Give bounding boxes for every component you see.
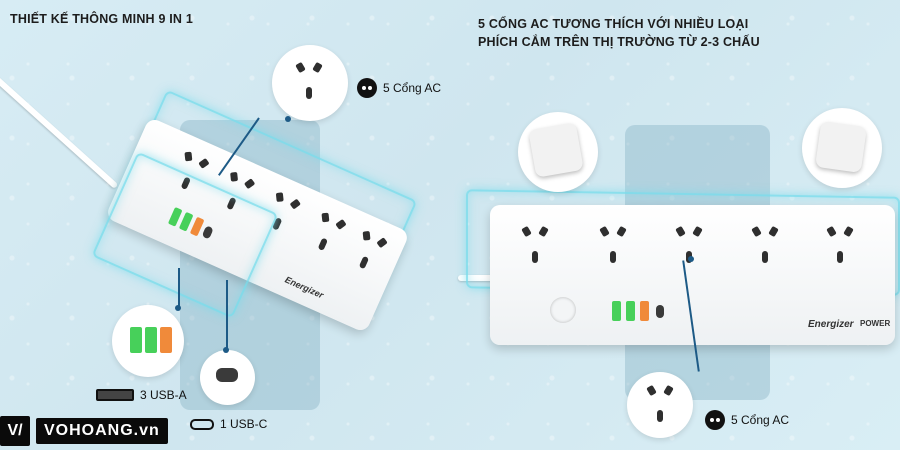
- usb-a-port: [160, 327, 172, 353]
- callout-dot: [688, 256, 694, 262]
- callout-dot: [175, 305, 181, 311]
- ac-socket: [750, 223, 780, 271]
- logo-badge: V/: [0, 416, 30, 446]
- plug-adapter-circle-right: [802, 108, 882, 188]
- usb-a-port: [145, 327, 157, 353]
- callout-line-usba: [178, 268, 180, 308]
- logo-text: VOHOANG.vn: [36, 418, 168, 444]
- usb-a-zoom-circle: [112, 305, 184, 377]
- label-ac-left-text: 5 Cổng AC: [383, 81, 442, 95]
- ac-outlet-icon: [357, 78, 377, 98]
- label-usba-text: 3 USB-A: [140, 388, 187, 402]
- headline-right: 5 CỔNG AC TƯƠNG THÍCH VỚI NHIỀU LOẠI PHÍ…: [478, 15, 760, 51]
- headline-right-line1: 5 CỔNG AC TƯƠNG THÍCH VỚI NHIỀU LOẠI: [478, 17, 749, 31]
- callout-line-usbc: [226, 280, 228, 350]
- ac-socket: [345, 225, 392, 281]
- ac-socket: [674, 223, 704, 271]
- plug-adapter-circle-left: [518, 112, 598, 192]
- label-ac-right-text: 5 Cổng AC: [731, 413, 790, 427]
- plug-adapter-image: [815, 121, 867, 173]
- brand-name: Energizer: [283, 274, 325, 301]
- headline-left: THIẾT KẾ THÔNG MINH 9 IN 1: [10, 12, 193, 26]
- ac-socket-zoom-circle: [272, 45, 348, 121]
- headline-right-line2: PHÍCH CẮM TRÊN THỊ TRƯỜNG TỪ 2-3 CHẤU: [478, 35, 760, 49]
- usb-a-icon: [96, 389, 134, 401]
- label-ac-left: 5 Cổng AC: [357, 78, 441, 98]
- callout-dot: [223, 347, 229, 353]
- usb-a-port: [612, 301, 621, 321]
- ac-socket: [303, 207, 350, 263]
- usb-c-port: [216, 368, 238, 382]
- label-usbc-text: 1 USB-C: [220, 417, 268, 431]
- vohoang-logo[interactable]: V/ VOHOANG.vn: [0, 412, 180, 450]
- ac-socket: [598, 223, 628, 271]
- callout-dot: [285, 116, 291, 122]
- ac-socket: [294, 59, 324, 107]
- usb-c-icon: [190, 418, 214, 430]
- usb-a-port: [640, 301, 649, 321]
- ac-socket: [520, 223, 550, 271]
- plug-adapter-image: [528, 122, 584, 178]
- label-usba: 3 USB-A: [96, 388, 187, 402]
- ac-socket: [645, 382, 675, 430]
- ac-socket-zoom-circle-right: [627, 372, 693, 438]
- ac-outlet-icon: [705, 410, 725, 430]
- usb-c-port: [656, 305, 664, 318]
- label-ac-right: 5 Cổng AC: [705, 410, 789, 430]
- usb-c-zoom-circle: [200, 350, 255, 405]
- usb-a-port: [130, 327, 142, 353]
- brand-name: Energizer: [808, 319, 854, 330]
- power-button[interactable]: [550, 297, 576, 323]
- usb-a-port: [626, 301, 635, 321]
- brand-tag: POWER: [860, 319, 891, 328]
- ac-socket: [825, 223, 855, 271]
- power-cable-right: [458, 275, 498, 281]
- label-usbc: 1 USB-C: [190, 417, 267, 431]
